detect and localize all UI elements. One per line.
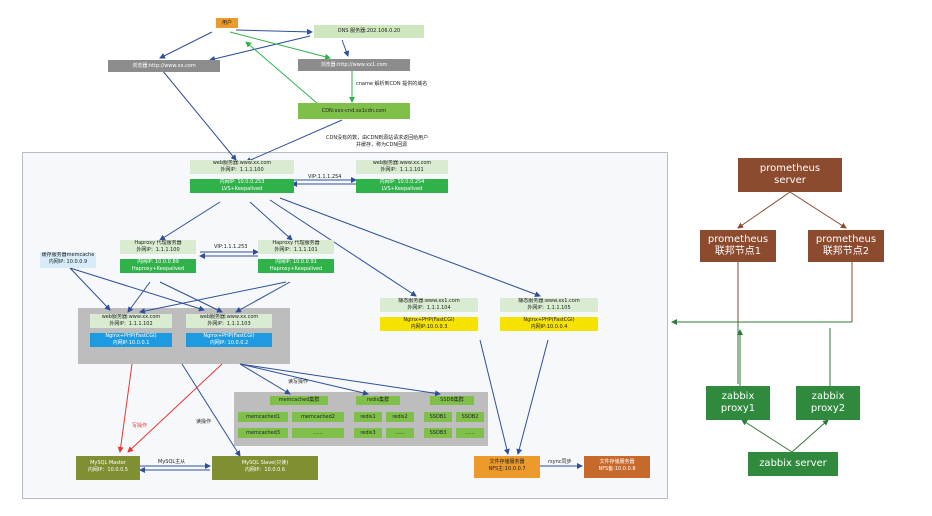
lvs-right-node: web服务器:www.xx.com 外网IP：1.1.1.101 内网IP: 1…	[356, 160, 448, 200]
lvs-left-node: web服务器:www.xx.com 外网IP：1.1.1.100 内网IP: 1…	[190, 160, 294, 200]
nfs-main-node: 文件存储服务器 NFS主:10.0.0.7	[474, 456, 540, 478]
zabbix-proxy1-node: zabbix proxy1	[706, 386, 770, 420]
web-left-node: web服务器:www.xx.com 外网IP：1.1.1.102 Nginx+P…	[90, 314, 172, 354]
browser-left-node: 浏览器:http://www.xx.com	[108, 60, 220, 72]
read-op-label: 读操作	[196, 419, 212, 425]
memcached-cell: memcached2	[292, 412, 344, 422]
haproxy-vip-label: VIP:1.1.1.253	[214, 244, 248, 250]
ssdb-cell: SSDB1	[424, 412, 452, 422]
zabbix-server-node: zabbix server	[748, 452, 838, 476]
ssdb-cell: SSDB3	[424, 428, 452, 438]
write-op-label: 写操作	[132, 423, 148, 429]
memcached-cell: memcached1	[238, 412, 288, 422]
zabbix-proxy2-node: zabbix proxy2	[796, 386, 860, 420]
cdn-node: CDN:xxx-cnd.xx1cdn.com	[298, 103, 410, 119]
memcached-cluster-title: memcached集群	[270, 396, 328, 405]
cname-note: cname 解析到CDN 提供的域名	[356, 81, 428, 87]
dns-server-node: DNS 服务器:202.106.0.20	[314, 25, 424, 38]
memcache-node: 缓存服务器memcache 内网IP: 10.0.0.9	[40, 252, 96, 268]
cdn-note-2: 并缓存，称为CDN回源	[356, 142, 408, 148]
haproxy-left-node: Haproxy 代理服务器 外网IP：1.1.1.100 内网IP: 10.0.…	[120, 240, 196, 280]
mysql-master-node: MySQL Master 内网IP：10.0.0.5	[76, 456, 140, 480]
cdn-note-1: CDN没有的数，由CDN到源站请求返回给用户	[326, 135, 429, 141]
browser-right-node: 浏览器:http://www.xx1.com	[298, 59, 410, 71]
static-left-node: 静态服务器:www.xx1.com 外网IP：1.1.1.104 Nginx+P…	[380, 298, 478, 340]
memcached-cell: memcached3	[238, 428, 288, 438]
lvs-vip-label: VIP:1.1.1.254	[308, 174, 342, 180]
mysql-sync-label: MySQL主从	[158, 459, 186, 465]
haproxy-right-node: Haproxy 代理服务器 外网IP：1.1.1.101 内网IP: 10.0.…	[258, 240, 334, 280]
ssdb-cell: SSDB2	[456, 412, 484, 422]
redis-cell: ......	[386, 428, 414, 438]
ssdb-cell: ......	[456, 428, 484, 438]
ssdb-cluster-title: SSDB集群	[430, 396, 474, 405]
user-node: 用户	[216, 18, 238, 28]
redis-cell: redis3	[354, 428, 382, 438]
redis-cell: redis2	[386, 412, 414, 422]
prometheus-fed2-node: prometheus 联邦节点2	[808, 230, 884, 262]
rw-op-label: 读写操作	[288, 379, 309, 385]
prometheus-server-node: prometheus server	[738, 158, 842, 192]
web-right-node: web服务器:www.xx.com 外网IP：1.1.1.103 Nginx+P…	[186, 314, 272, 354]
redis-cell: redis1	[354, 412, 382, 422]
nfs-backup-node: 文件存储服务器 NFS备:10.0.0.8	[584, 456, 650, 478]
redis-cluster-title: redis集群	[356, 396, 400, 405]
static-right-node: 静态服务器:www.xx1.com 外网IP：1.1.1.105 Nginx+P…	[500, 298, 598, 340]
mysql-slave-node: MySQL Slave(只读) 内网IP：10.0.0.6	[212, 456, 318, 480]
rsync-label: rsync同步	[548, 459, 572, 465]
memcached-cell: ......	[292, 428, 344, 438]
prometheus-fed1-node: prometheus 联邦节点1	[700, 230, 776, 262]
